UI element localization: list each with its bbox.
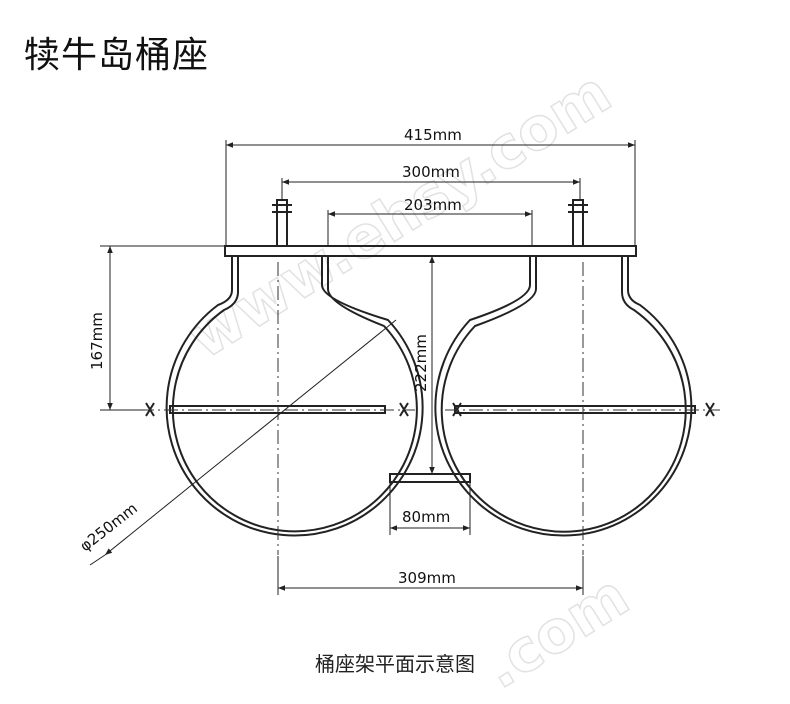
dim-height-167: 167mm (88, 312, 106, 370)
dim-diameter: φ250mm (76, 499, 140, 555)
dim-bottom-link: 80mm (402, 508, 450, 526)
page-title: 犊牛岛桶座 (24, 35, 210, 76)
diagram-caption: 桶座架平面示意图 (315, 652, 475, 676)
dim-center-distance: 309mm (398, 569, 456, 587)
dimension-lines (89, 140, 636, 595)
dim-height-222: 222mm (412, 334, 430, 392)
dim-mount-spacing: 300mm (402, 163, 460, 181)
frame-structure (145, 199, 715, 537)
watermark-top: www.ehsy.com (176, 58, 622, 372)
dim-overall-width: 415mm (404, 126, 462, 144)
dim-inner-gap: 203mm (404, 196, 462, 214)
center-lines (140, 262, 720, 555)
watermark-bottom: .com (471, 561, 640, 702)
